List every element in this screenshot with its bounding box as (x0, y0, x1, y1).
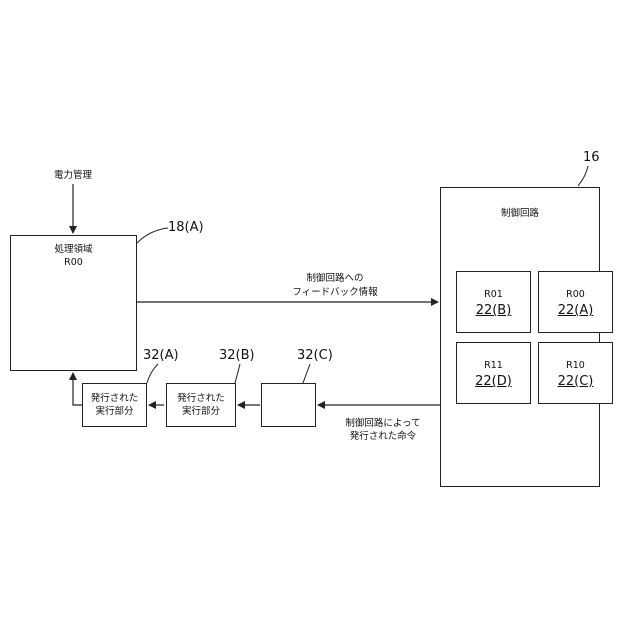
ref-18a: 18(A) (168, 221, 204, 235)
ref-18a-leader (137, 228, 168, 243)
ref-32a-leader (147, 364, 158, 383)
register-ref: 22(B) (457, 303, 530, 318)
register-cell-r11: R11 22(D) (456, 342, 531, 404)
ref-32c: 32(C) (297, 349, 333, 363)
exec-unit-line1: 発行された (167, 393, 235, 405)
ref-32a: 32(A) (143, 349, 179, 363)
power-management-label: 電力管理 (43, 170, 103, 182)
ref-16-leader (578, 166, 588, 186)
exec-unit-32a: 発行された 実行部分 (82, 383, 147, 427)
register-ref: 22(D) (457, 374, 530, 389)
feedback-label-line2: フィードバック情報 (280, 287, 390, 299)
processing-region-sub: R00 (11, 257, 136, 269)
control-circuit-box: 制御回路 (440, 187, 600, 487)
register-label: R10 (539, 360, 612, 372)
processing-region-box: 処理領域 R00 (10, 235, 137, 371)
control-circuit-title: 制御回路 (441, 208, 599, 220)
feedback-label-line1: 制御回路への (285, 273, 385, 285)
register-cell-r01: R01 22(B) (456, 271, 531, 333)
register-ref: 22(C) (539, 374, 612, 389)
register-label: R11 (457, 360, 530, 372)
exec-unit-32c (261, 383, 316, 427)
ref-32c-leader (303, 364, 310, 383)
register-cell-r00: R00 22(A) (538, 271, 613, 333)
register-label: R01 (457, 289, 530, 301)
processing-region-title: 処理領域 (11, 244, 136, 256)
exec-a-to-processing-arrow (73, 373, 82, 405)
exec-unit-line2: 実行部分 (167, 406, 235, 418)
exec-unit-line1: 発行された (83, 393, 146, 405)
register-ref: 22(A) (539, 303, 612, 318)
ref-32b-leader (235, 364, 240, 383)
register-label: R00 (539, 289, 612, 301)
exec-unit-32b: 発行された 実行部分 (166, 383, 236, 427)
exec-unit-line2: 実行部分 (83, 406, 146, 418)
register-cell-r10: R10 22(C) (538, 342, 613, 404)
instruction-label-line1: 制御回路によって (333, 418, 433, 430)
ref-16: 16 (583, 151, 600, 165)
ref-32b: 32(B) (219, 349, 255, 363)
instruction-label-line2: 発行された命令 (333, 431, 433, 443)
